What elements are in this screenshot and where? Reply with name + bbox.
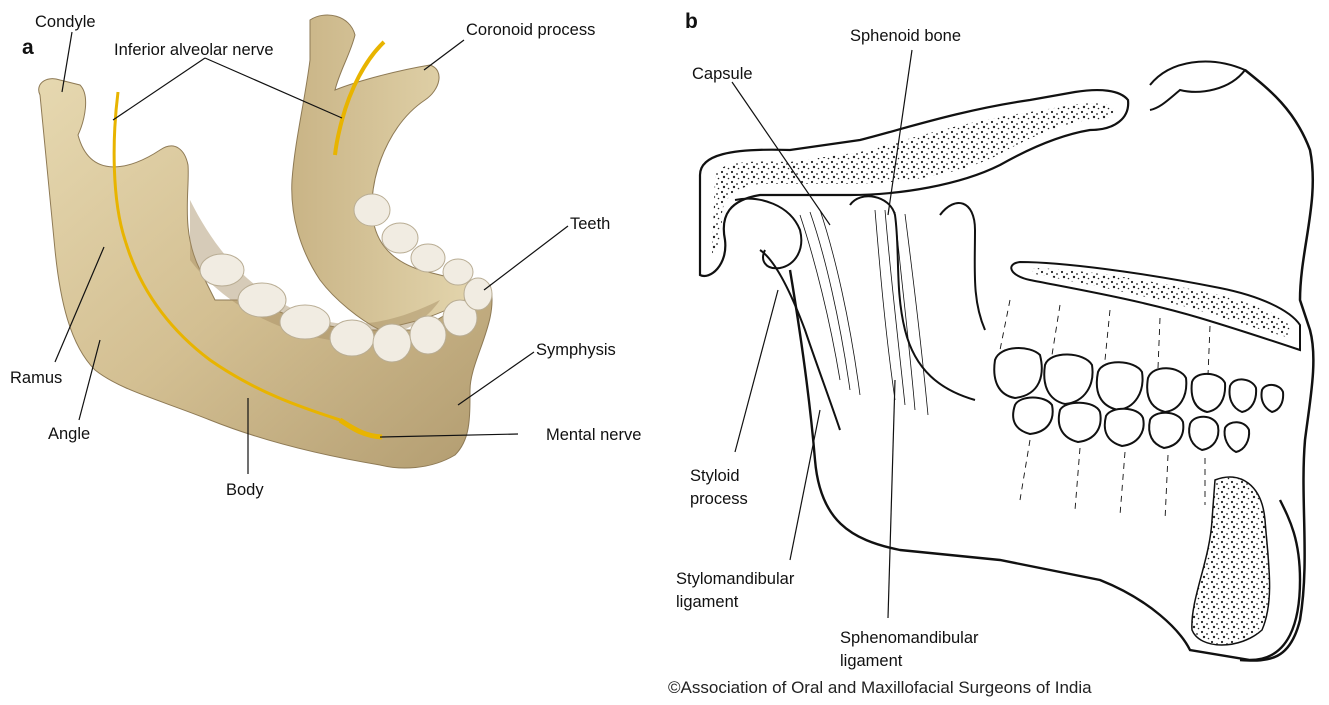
label-capsule: Capsule (692, 64, 753, 85)
label-styloid-line1: Styloid (690, 466, 740, 487)
ligament-fibers (800, 210, 928, 415)
label-stylomandibular-line1: Stylomandibular (676, 569, 794, 590)
panel-letter-a: a (22, 36, 34, 60)
label-sphenoid-bone: Sphenoid bone (850, 26, 961, 47)
copyright-credit: ©Association of Oral and Maxillofacial S… (668, 678, 1092, 698)
label-symphysis: Symphysis (536, 340, 616, 361)
label-teeth: Teeth (570, 214, 610, 235)
label-condyle: Condyle (35, 12, 96, 33)
label-inferior-alveolar-nerve: Inferior alveolar nerve (114, 40, 274, 61)
label-stylomandibular-line2: ligament (676, 592, 738, 613)
panel-b-leader-lines (732, 50, 912, 618)
label-styloid-line2: process (690, 489, 748, 510)
chin-symphysis-fill (1192, 477, 1270, 645)
label-angle: Angle (48, 424, 90, 445)
label-body: Body (226, 480, 264, 501)
coronoid-outline (940, 203, 985, 330)
mandible-illustration (39, 15, 492, 468)
label-sphenomandibular-line1: Sphenomandibular (840, 628, 979, 649)
label-mental-nerve: Mental nerve (546, 425, 641, 446)
panel-letter-b: b (685, 10, 698, 34)
teeth-outlines (994, 348, 1283, 452)
label-sphenomandibular-line2: ligament (840, 651, 902, 672)
label-ramus: Ramus (10, 368, 62, 389)
nose-outline (1150, 62, 1245, 110)
condyle-outline (850, 196, 975, 400)
label-coronoid-process: Coronoid process (466, 20, 595, 41)
maxilla-fill (1030, 268, 1290, 338)
